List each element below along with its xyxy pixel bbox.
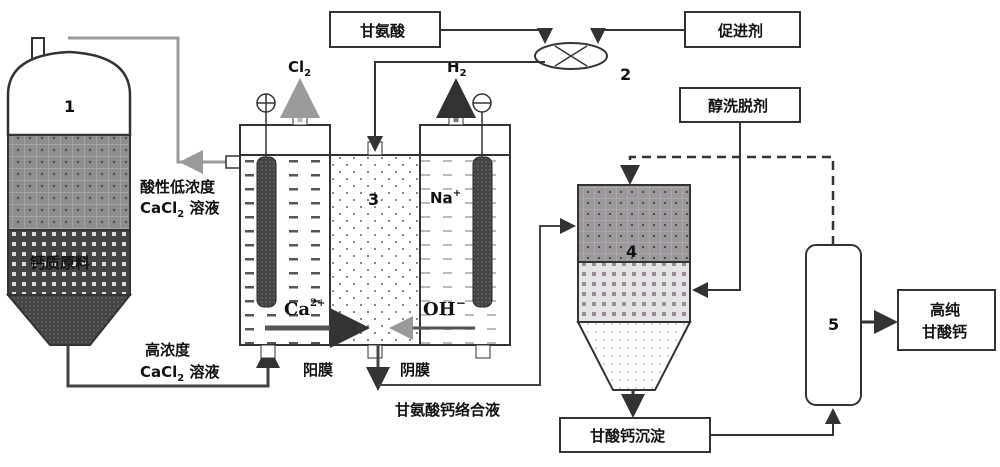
glycine-label: 甘氨酸 [360, 22, 406, 40]
cell-number: 3 [368, 190, 379, 209]
product-line2: 甘酸钙 [922, 323, 967, 341]
product-line1: 高纯 [930, 301, 960, 319]
cl2-label: Cl2 [288, 58, 311, 79]
vessel-1-material-label: 钙质原料 [30, 254, 90, 272]
high-conc-line1: 高浓度 [145, 341, 191, 359]
low-conc-line2: CaCl2 溶液 [140, 199, 220, 220]
vessel-4: 4 [578, 185, 690, 390]
anode [257, 157, 276, 307]
promoter-label: 促进剂 [717, 22, 763, 40]
precipitate-label: 甘酸钙沉淀 [590, 427, 666, 445]
anion-membrane-label: 阴膜 [400, 361, 430, 379]
cation-membrane-label: 阳膜 [303, 361, 333, 379]
product-box [898, 290, 995, 350]
low-conc-line1: 酸性低浓度 [140, 178, 216, 196]
vessel-1-number: 1 [64, 97, 75, 116]
mixer-number: 2 [620, 65, 631, 84]
high-conc-line2: CaCl2 溶液 [140, 363, 220, 384]
cathode [473, 157, 492, 307]
eluent-label: 醇洗脱剂 [708, 97, 768, 115]
vessel-1: 1 钙质原料 [8, 38, 130, 345]
complex-solution-label: 甘氨酸钙络合液 [395, 401, 501, 419]
vessel-5-number: 5 [828, 315, 839, 334]
vessel-4-number: 4 [626, 242, 637, 261]
mixing-valve-2 [535, 43, 607, 69]
